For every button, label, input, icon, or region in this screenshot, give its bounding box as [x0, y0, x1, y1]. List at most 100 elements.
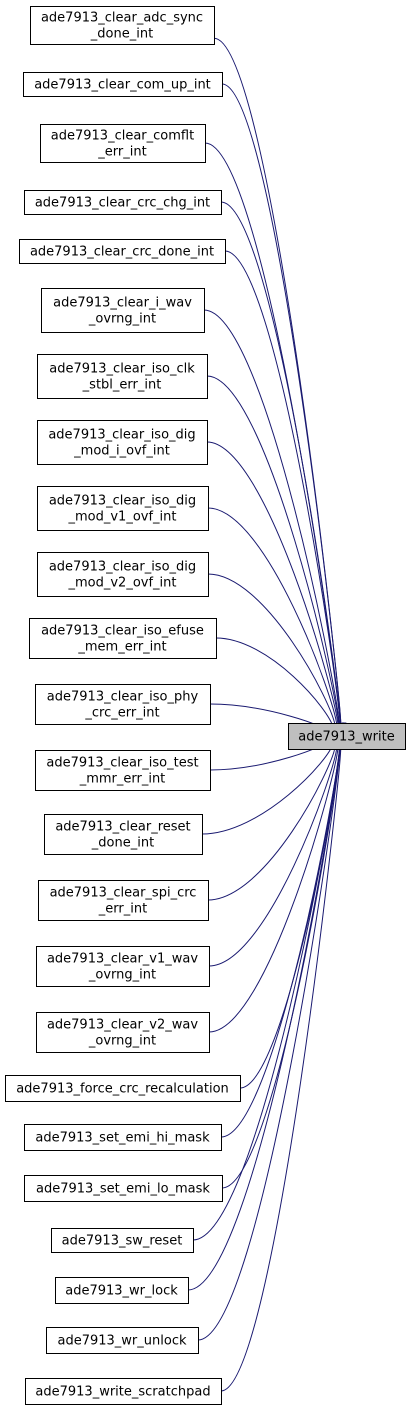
- node-ade7913-clear-iso-dig-mod-i-ovf-int[interactable]: ade7913_clear_iso_dig_mod_i_ovf_int: [37, 420, 208, 465]
- call-edge: [201, 735, 345, 835]
- call-edge: [207, 507, 344, 738]
- node-ade7913-sw-reset[interactable]: ade7913_sw_reset: [51, 1228, 194, 1253]
- node-ade7913-clear-comflt-err-int[interactable]: ade7913_clear_comflt_err_int: [40, 124, 206, 163]
- node-ade7913-clear-iso-dig-mod-i-ovf-int-label: ade7913_clear_iso_dig: [48, 428, 195, 443]
- edge-line: [224, 250, 341, 725]
- node-ade7913-wr-lock-label: ade7913_wr_lock: [65, 1284, 178, 1299]
- edge-line: [207, 745, 336, 901]
- node-ade7913-clear-adc-sync-done-int-label: ade7913_clear_adc_sync: [41, 11, 203, 26]
- node-ade7913-clear-v2-wav-ovrng-int-label: ade7913_clear_v2_wav: [47, 1018, 198, 1033]
- call-edge: [197, 734, 346, 1341]
- node-ade7913-clear-i-wav-ovrng-int-box: [41, 288, 205, 333]
- node-ade7913-set-emi-hi-mask[interactable]: ade7913_set_emi_hi_mask: [24, 1124, 222, 1151]
- call-edge: [215, 637, 345, 737]
- node-ade7913-clear-crc-chg-int-label: ade7913_clear_crc_chg_int: [35, 196, 210, 211]
- node-ade7913-clear-comflt-err-int-label: _err_int: [97, 145, 146, 160]
- node-ade7913-set-emi-hi-mask-box: [24, 1124, 222, 1151]
- call-edge: [213, 37, 347, 738]
- node-ade7913-clear-iso-phy-crc-err-int-label: _crc_err_int: [84, 706, 159, 721]
- node-ade7913-clear-v2-wav-ovrng-int-box: [36, 1012, 210, 1053]
- node-ade7913-clear-iso-efuse-mem-err-int[interactable]: ade7913_clear_iso_efuse_mem_err_int: [29, 618, 217, 659]
- node-ade7913-clear-crc-done-int-box: [19, 239, 226, 264]
- node-ade7913-clear-v2-wav-ovrng-int-label: _ovrng_int: [88, 1034, 156, 1049]
- node-ade7913-clear-v1-wav-ovrng-int[interactable]: ade7913_clear_v1_wav_ovrng_int: [36, 946, 210, 987]
- edge-line: [239, 747, 341, 1089]
- function-nodes: ade7913_clear_adc_sync_done_intade7913_c…: [5, 6, 406, 1405]
- node-ade7913-clear-com-up-int-box: [23, 72, 223, 97]
- node-ade7913-clear-iso-clk-stbl-err-int-label: ade7913_clear_iso_clk: [49, 362, 195, 377]
- node-ade7913-write-scratchpad-label: ade7913_write_scratchpad: [35, 1385, 210, 1400]
- call-edge: [208, 734, 344, 1033]
- node-ade7913-write-target-label: ade7913_write: [298, 730, 394, 745]
- node-ade7913-write-target-box: [288, 723, 406, 750]
- node-ade7913-clear-crc-chg-int-box: [24, 190, 222, 215]
- node-ade7913-clear-iso-dig-mod-v1-ovf-int-label: ade7913_clear_iso_dig: [49, 494, 196, 509]
- edge-line: [201, 742, 334, 835]
- node-ade7913-clear-spi-crc-err-int-label: _err_int: [98, 902, 147, 917]
- node-ade7913-wr-unlock[interactable]: ade7913_wr_unlock: [46, 1327, 199, 1354]
- node-ade7913-clear-spi-crc-err-int[interactable]: ade7913_clear_spi_crc_err_int: [38, 880, 209, 921]
- node-ade7913-sw-reset-label: ade7913_sw_reset: [62, 1234, 183, 1249]
- node-ade7913-clear-iso-dig-mod-v2-ovf-int-label: ade7913_clear_iso_dig: [49, 560, 196, 575]
- node-ade7913-clear-v2-wav-ovrng-int[interactable]: ade7913_clear_v2_wav_ovrng_int: [36, 1012, 210, 1053]
- node-ade7913-clear-reset-done-int[interactable]: ade7913_clear_reset_done_int: [44, 814, 203, 855]
- node-ade7913-clear-iso-dig-mod-v2-ovf-int[interactable]: ade7913_clear_iso_dig_mod_v2_ovf_int: [37, 552, 209, 597]
- node-ade7913-clear-com-up-int[interactable]: ade7913_clear_com_up_int: [23, 72, 223, 97]
- node-ade7913-clear-iso-clk-stbl-err-int-label: _stbl_err_int: [82, 378, 162, 393]
- node-ade7913-force-crc-recalculation-label: ade7913_force_crc_recalculation: [16, 1082, 229, 1097]
- node-ade7913-clear-reset-done-int-label: ade7913_clear_reset: [55, 820, 190, 835]
- node-ade7913-clear-i-wav-ovrng-int-label: _ovrng_int: [88, 312, 156, 327]
- node-ade7913-clear-iso-dig-mod-v2-ovf-int-label: _mod_v2_ovf_int: [67, 576, 176, 591]
- node-ade7913-clear-iso-phy-crc-err-int-box: [35, 684, 211, 725]
- node-ade7913-write-target[interactable]: ade7913_write: [288, 723, 406, 750]
- node-ade7913-clear-iso-dig-mod-i-ovf-int-label: _mod_i_ovf_int: [73, 444, 170, 459]
- node-ade7913-clear-iso-dig-mod-i-ovf-int-box: [37, 420, 208, 465]
- edge-line: [208, 746, 338, 967]
- node-ade7913-clear-adc-sync-done-int[interactable]: ade7913_clear_adc_sync_done_int: [30, 6, 215, 45]
- node-ade7913-clear-v1-wav-ovrng-int-label: ade7913_clear_v1_wav: [47, 952, 198, 967]
- edge-line: [206, 441, 339, 726]
- node-ade7913-clear-crc-done-int[interactable]: ade7913_clear_crc_done_int: [19, 239, 226, 264]
- node-ade7913-force-crc-recalculation[interactable]: ade7913_force_crc_recalculation: [5, 1075, 241, 1102]
- node-ade7913-clear-iso-clk-stbl-err-int[interactable]: ade7913_clear_iso_clk_stbl_err_int: [37, 354, 208, 399]
- node-ade7913-clear-iso-phy-crc-err-int[interactable]: ade7913_clear_iso_phy_crc_err_int: [35, 684, 211, 725]
- node-ade7913-clear-iso-dig-mod-v1-ovf-int-label: _mod_v1_ovf_int: [67, 510, 176, 525]
- call-edge: [192, 734, 345, 1241]
- edge-line: [197, 747, 341, 1341]
- edge-line: [203, 309, 340, 725]
- node-ade7913-clear-iso-phy-crc-err-int-label: ade7913_clear_iso_phy: [47, 690, 199, 705]
- edge-line: [192, 747, 341, 1241]
- node-ade7913-clear-iso-test-mmr-err-int-box: [35, 750, 211, 791]
- node-ade7913-clear-i-wav-ovrng-int[interactable]: ade7913_clear_i_wav_ovrng_int: [41, 288, 205, 333]
- node-ade7913-clear-iso-test-mmr-err-int[interactable]: ade7913_clear_iso_test_mmr_err_int: [35, 750, 211, 791]
- node-ade7913-clear-crc-done-int-label: ade7913_clear_crc_done_int: [30, 245, 214, 260]
- node-ade7913-set-emi-lo-mask[interactable]: ade7913_set_emi_lo_mask: [24, 1175, 223, 1202]
- node-ade7913-clear-reset-done-int-label: _done_int: [91, 836, 154, 851]
- node-ade7913-clear-i-wav-ovrng-int-label: ade7913_clear_i_wav: [53, 296, 192, 311]
- node-ade7913-clear-iso-clk-stbl-err-int-box: [37, 354, 208, 399]
- node-ade7913-clear-iso-efuse-mem-err-int-label: _mem_err_int: [77, 640, 166, 655]
- call-edge: [221, 83, 347, 738]
- edge-line: [204, 142, 341, 725]
- node-ade7913-clear-iso-dig-mod-v2-ovf-int-box: [37, 552, 209, 597]
- node-ade7913-wr-unlock-box: [46, 1327, 199, 1354]
- node-ade7913-clear-reset-done-int-box: [44, 814, 203, 855]
- node-ade7913-set-emi-lo-mask-label: ade7913_set_emi_lo_mask: [36, 1182, 210, 1197]
- node-ade7913-clear-crc-chg-int[interactable]: ade7913_clear_crc_chg_int: [24, 190, 222, 215]
- node-ade7913-clear-iso-efuse-mem-err-int-box: [29, 618, 217, 659]
- node-ade7913-clear-adc-sync-done-int-box: [30, 6, 215, 45]
- node-ade7913-sw-reset-box: [51, 1228, 194, 1253]
- node-ade7913-clear-iso-dig-mod-v1-ovf-int[interactable]: ade7913_clear_iso_dig_mod_v1_ovf_int: [37, 486, 209, 531]
- node-ade7913-wr-lock[interactable]: ade7913_wr_lock: [55, 1277, 189, 1304]
- node-ade7913-force-crc-recalculation-box: [5, 1075, 241, 1102]
- node-ade7913-clear-v1-wav-ovrng-int-label: _ovrng_int: [88, 968, 156, 983]
- node-ade7913-clear-spi-crc-err-int-label: ade7913_clear_spi_crc: [50, 886, 197, 901]
- node-ade7913-wr-lock-box: [55, 1277, 189, 1304]
- edge-line: [187, 747, 341, 1291]
- call-edge: [203, 309, 345, 738]
- node-ade7913-write-scratchpad[interactable]: ade7913_write_scratchpad: [25, 1378, 222, 1405]
- edge-line: [220, 747, 342, 1392]
- node-ade7913-set-emi-lo-mask-box: [24, 1175, 223, 1202]
- node-ade7913-clear-com-up-int-label: ade7913_clear_com_up_int: [34, 78, 211, 93]
